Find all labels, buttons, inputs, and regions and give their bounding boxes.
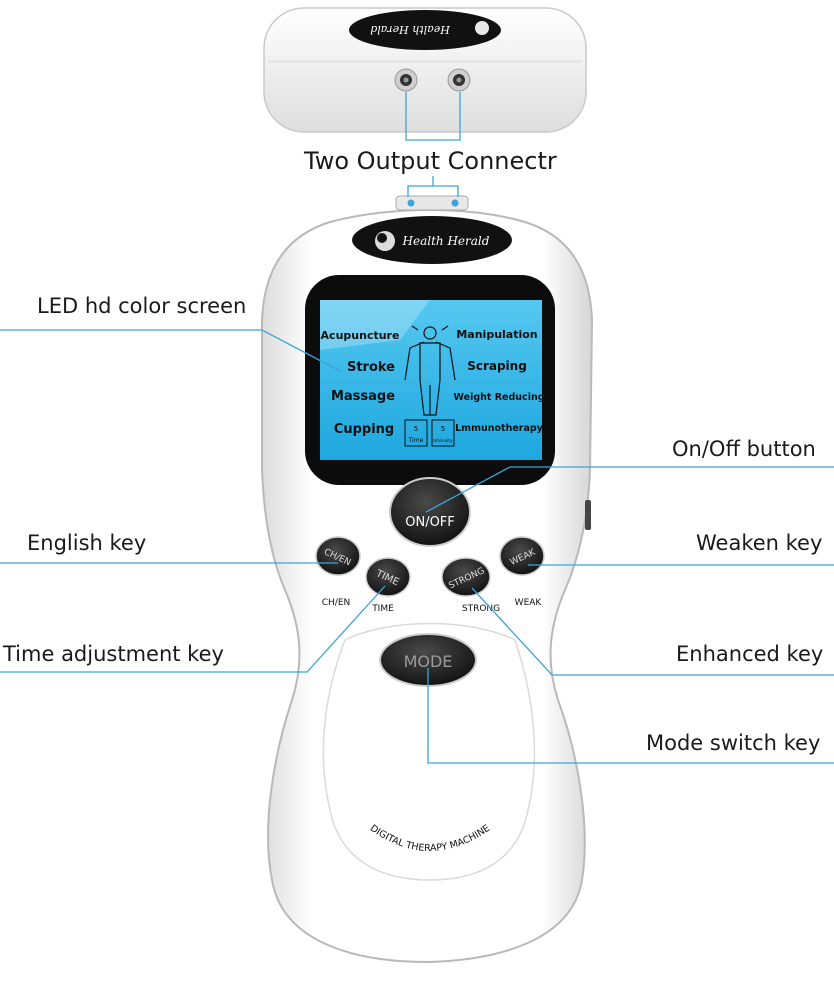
mode-button[interactable]: MODE: [379, 633, 477, 687]
output-connector-line-lower: [407, 185, 459, 197]
time-caption: TIME: [371, 604, 394, 614]
label-mode-key: Mode switch key: [646, 731, 821, 755]
brand-name: Health Herald: [402, 234, 490, 248]
mode-cupping: Cupping: [334, 422, 394, 437]
mode-line: [427, 668, 834, 764]
mode-manipulation: Manipulation: [456, 328, 537, 341]
top-unit: Health Herald: [263, 7, 587, 133]
svg-text:ON/OFF: ON/OFF: [405, 515, 455, 530]
mode-massage: Massage: [331, 389, 395, 404]
mode-acupuncture: Acupuncture: [321, 329, 400, 342]
mode-scraping: Scraping: [467, 359, 527, 373]
body-figure-icon: [404, 325, 456, 416]
svg-text:5: 5: [441, 425, 445, 433]
label-led-screen: LED hd color screen: [37, 294, 247, 318]
chen-button[interactable]: CH/EN: [315, 536, 361, 576]
label-enhanced-key: Enhanced key: [676, 642, 824, 666]
label-output-connector: Two Output Connectr: [304, 147, 557, 175]
output-connector-line: [405, 92, 461, 141]
svg-text:5: 5: [414, 425, 418, 433]
label-onoff-button: On/Off button: [672, 437, 816, 461]
onoff-line: [425, 466, 834, 513]
svg-text:Time: Time: [408, 437, 424, 444]
weak-caption: WEAK: [515, 598, 543, 608]
mode-weight-reducing: Weight Reducing: [453, 392, 544, 403]
onoff-button[interactable]: ON/OFF: [389, 477, 471, 547]
label-weaken-key: Weaken key: [696, 531, 823, 555]
enhanced-line: [471, 587, 834, 676]
mode-stroke: Stroke: [347, 360, 395, 375]
intensity-box: 5 Intensity: [431, 419, 455, 447]
label-english-key: English key: [27, 531, 147, 555]
time-box: 5 Time: [404, 419, 428, 447]
strong-button[interactable]: STRONG: [441, 557, 491, 597]
strong-caption: STRONG: [462, 604, 500, 614]
svg-text:Intensity: Intensity: [433, 438, 453, 444]
top-unit-brand: Health Herald: [370, 23, 451, 36]
svg-text:MODE: MODE: [404, 652, 453, 671]
weak-button[interactable]: WEAK: [499, 536, 545, 576]
time-line: [0, 585, 386, 673]
chen-caption: CH/EN: [322, 598, 351, 608]
mode-immunotherapy: Lmmunotherapy: [455, 423, 544, 434]
output-jack-right: [447, 68, 471, 92]
output-jack-left: [394, 68, 418, 92]
callout-lines: [0, 92, 834, 764]
brand-plate: Health Herald: [352, 216, 512, 264]
led-line: [0, 329, 343, 373]
lcd-screen: Acupuncture Stroke Massage Cupping Manip…: [305, 275, 555, 485]
time-button[interactable]: TIME: [365, 557, 411, 597]
label-time-key: Time adjustment key: [3, 642, 224, 666]
